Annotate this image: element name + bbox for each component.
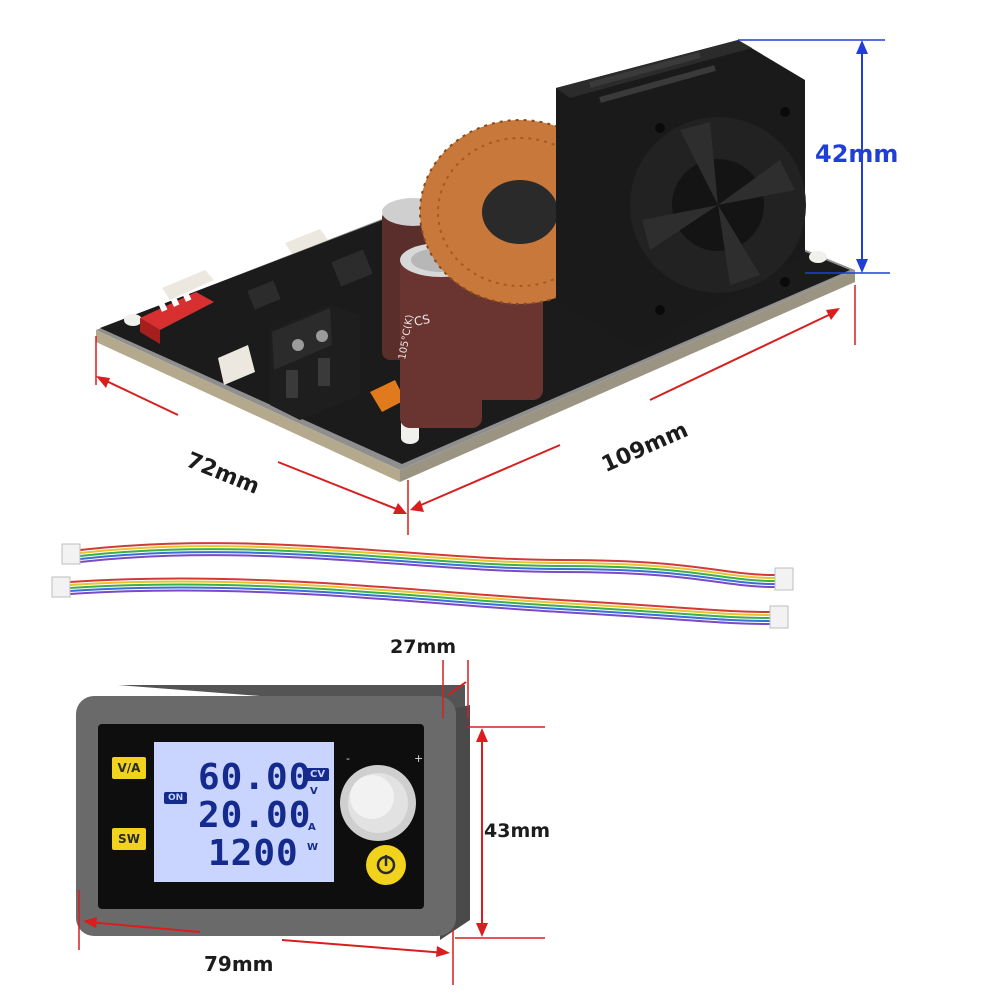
dip-switch — [140, 292, 214, 344]
sw-button: SW — [112, 828, 146, 850]
orange-capacitor — [370, 380, 405, 412]
voltage-readout: 60.00 — [198, 757, 312, 798]
panel-meter — [76, 685, 470, 940]
dimension-72mm — [95, 336, 409, 535]
dimension-42mm — [738, 39, 890, 274]
lcd-screen — [154, 742, 334, 882]
knob-minus-label: - — [346, 752, 350, 765]
cv-badge: CV — [306, 768, 330, 781]
dimension-label-79mm: 79mm — [204, 952, 274, 976]
va-button: V/A — [112, 757, 146, 779]
capacitor-brand-text: CS — [413, 312, 432, 329]
dimension-label-42mm: 42mm — [815, 140, 899, 168]
terminal-block — [270, 305, 360, 420]
cooling-fan — [556, 40, 806, 350]
dimension-label-43mm: 43mm — [484, 820, 551, 842]
on-badge: ON — [164, 792, 188, 804]
current-readout: 20.00 — [198, 795, 312, 836]
current-unit: A — [308, 822, 316, 833]
power-readout: 1200 — [208, 833, 299, 874]
power-unit: W — [307, 842, 319, 853]
dimension-109mm — [410, 285, 856, 512]
dimension-27mm — [442, 660, 469, 718]
dimension-label-27mm: 27mm — [390, 636, 457, 658]
standoff-right — [809, 251, 827, 263]
dimension-43mm — [455, 726, 545, 939]
voltage-unit: V — [310, 786, 318, 797]
knob-plus-label: + — [414, 752, 424, 765]
connectors — [162, 229, 328, 385]
standoff-front-left — [124, 314, 142, 326]
dimension-79mm — [78, 890, 454, 985]
ribbon-cables — [51, 542, 794, 629]
